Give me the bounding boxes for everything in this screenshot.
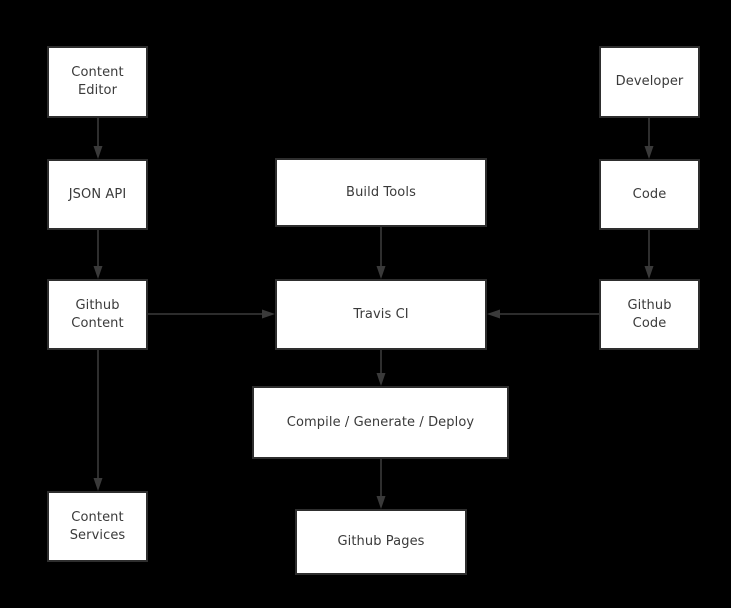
edge-github-content-to-content-services-arrowhead-icon xyxy=(93,478,103,491)
edge-github-content-to-travis-ci xyxy=(148,309,275,319)
node-travis-ci[interactable]: Travis CI xyxy=(275,279,487,350)
edge-travis-ci-to-compile-deploy-arrowhead-icon xyxy=(376,373,386,386)
edge-github-content-to-content-services xyxy=(93,350,103,491)
node-json-api[interactable]: JSON API xyxy=(47,159,148,230)
node-developer[interactable]: Developer xyxy=(599,46,700,118)
edge-compile-deploy-to-github-pages xyxy=(376,459,386,509)
edge-compile-deploy-to-github-pages-arrowhead-icon xyxy=(376,496,386,509)
edge-code-to-github-code xyxy=(644,230,654,279)
edge-code-to-github-code-arrowhead-icon xyxy=(644,266,654,279)
edge-build-tools-to-travis-ci-arrowhead-icon xyxy=(376,266,386,279)
edge-developer-to-code-arrowhead-icon xyxy=(644,146,654,159)
edge-github-content-to-travis-ci-arrowhead-icon xyxy=(262,309,275,319)
edge-developer-to-code xyxy=(644,118,654,159)
edge-content-editor-to-json-api xyxy=(93,118,103,159)
edge-build-tools-to-travis-ci xyxy=(376,227,386,279)
edge-travis-ci-to-compile-deploy xyxy=(376,350,386,386)
node-github-pages[interactable]: Github Pages xyxy=(295,509,467,575)
edge-github-code-to-travis-ci xyxy=(487,309,599,319)
node-content-services[interactable]: Content Services xyxy=(47,491,148,562)
node-content-editor[interactable]: Content Editor xyxy=(47,46,148,118)
node-github-content[interactable]: Github Content xyxy=(47,279,148,350)
node-build-tools[interactable]: Build Tools xyxy=(275,158,487,227)
edge-json-api-to-github-content xyxy=(93,230,103,279)
edge-content-editor-to-json-api-arrowhead-icon xyxy=(93,146,103,159)
node-compile-generate-deploy[interactable]: Compile / Generate / Deploy xyxy=(252,386,509,459)
node-github-code[interactable]: Github Code xyxy=(599,279,700,350)
edge-json-api-to-github-content-arrowhead-icon xyxy=(93,266,103,279)
node-code[interactable]: Code xyxy=(599,159,700,230)
edge-github-code-to-travis-ci-arrowhead-icon xyxy=(487,309,500,319)
